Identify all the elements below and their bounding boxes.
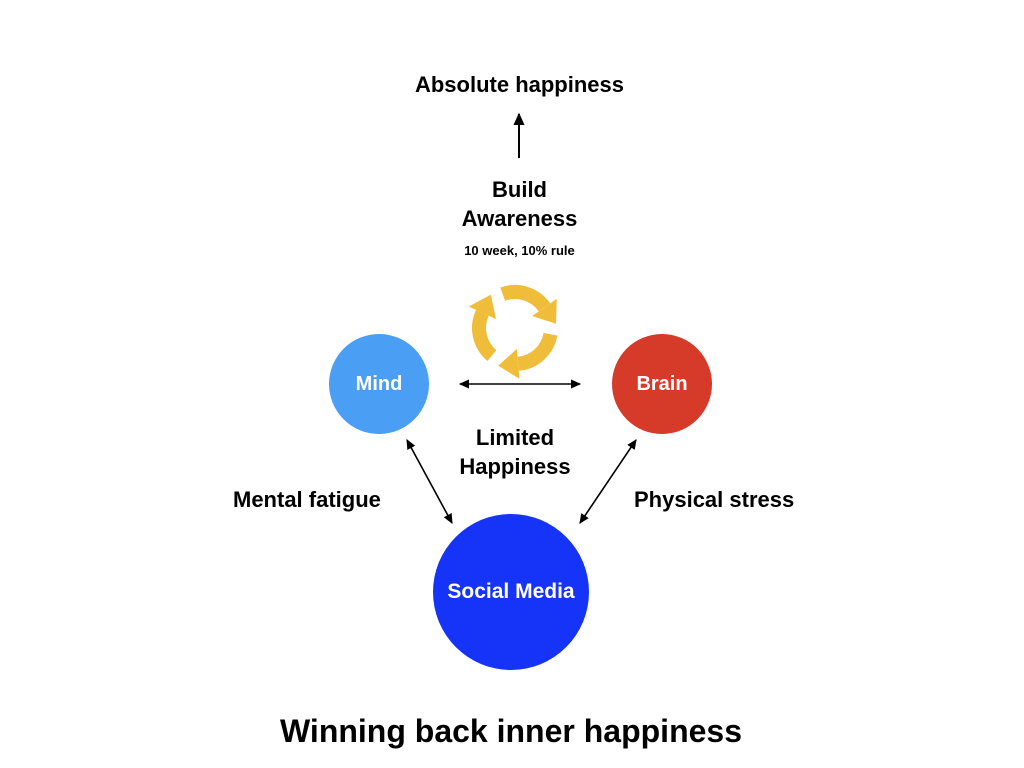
cycle-arc (517, 332, 558, 371)
cycle-arrowhead (498, 348, 520, 379)
footer-title: Winning back inner happiness (280, 713, 742, 749)
brain-node: Brain (612, 334, 712, 434)
cycle-arc (500, 285, 551, 312)
top-label: Absolute happiness (414, 72, 625, 97)
center-label-line2: Happiness (459, 454, 571, 479)
social-media-node: Social Media (433, 514, 589, 670)
mind-node: Mind (329, 334, 429, 434)
awareness-title-line1: Build (492, 177, 547, 202)
cycle-arrowhead (532, 298, 557, 324)
left-edge-label: Mental fatigue (233, 487, 381, 512)
center-label-line1: Limited (475, 425, 555, 450)
brain-social-arrow (579, 439, 637, 524)
mind-label: Mind (355, 372, 403, 395)
brain-label: Brain (636, 372, 688, 395)
awareness-title-line2: Awareness (461, 206, 578, 231)
mind-social-arrow (406, 439, 453, 524)
cycle-arc (472, 309, 497, 361)
awareness-subtitle: 10 week, 10% rule (464, 243, 575, 258)
social-media-label: Social Media (447, 580, 575, 603)
right-edge-label: Physical stress (634, 487, 795, 512)
cycle-arrowhead (468, 294, 496, 320)
cycle-icon (468, 285, 558, 379)
